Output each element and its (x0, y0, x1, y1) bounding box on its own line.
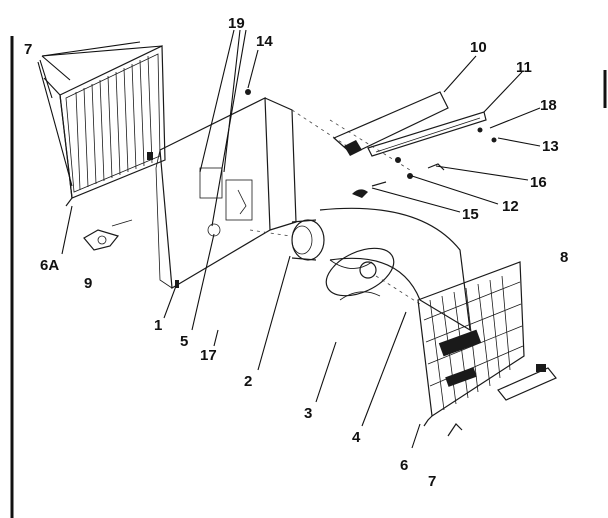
hardware-parts (245, 89, 497, 198)
callout-13: 13 (542, 138, 559, 155)
top-rail-part-11 (367, 111, 487, 157)
fan-blade-part (325, 247, 421, 305)
callout-11: 11 (516, 59, 532, 76)
callout-15: 15 (462, 206, 479, 223)
callout-2: 2 (244, 373, 252, 390)
callout-10: 10 (470, 39, 487, 56)
callout-8: 8 (560, 249, 568, 266)
leader-lines (37, 29, 541, 449)
callout-7-top: 7 (24, 41, 32, 58)
callout-17: 17 (200, 347, 217, 364)
callout-6a: 6A (40, 257, 59, 274)
callout-labels: 7 19 14 10 11 18 13 16 12 15 6A 9 8 1 5 … (24, 15, 568, 490)
callout-4: 4 (352, 429, 361, 446)
callout-6: 6 (400, 457, 408, 474)
front-grille-part (43, 45, 166, 207)
bottom-bracket-part-7 (447, 364, 557, 437)
control-panel-part (155, 97, 351, 290)
callout-18: 18 (540, 97, 557, 114)
callout-3: 3 (304, 405, 312, 422)
callout-5: 5 (180, 333, 188, 350)
callout-19: 19 (228, 15, 245, 32)
callout-7-bottom: 7 (428, 473, 436, 490)
callout-1: 1 (154, 317, 162, 334)
bracket-part-9 (83, 219, 133, 251)
top-bar-part-10 (332, 91, 449, 156)
fan-motor-part (249, 219, 325, 261)
callout-14: 14 (256, 33, 273, 50)
callout-9: 9 (84, 275, 92, 292)
callout-16: 16 (530, 174, 547, 191)
rear-grille-part (417, 261, 525, 427)
callout-12: 12 (502, 198, 519, 215)
